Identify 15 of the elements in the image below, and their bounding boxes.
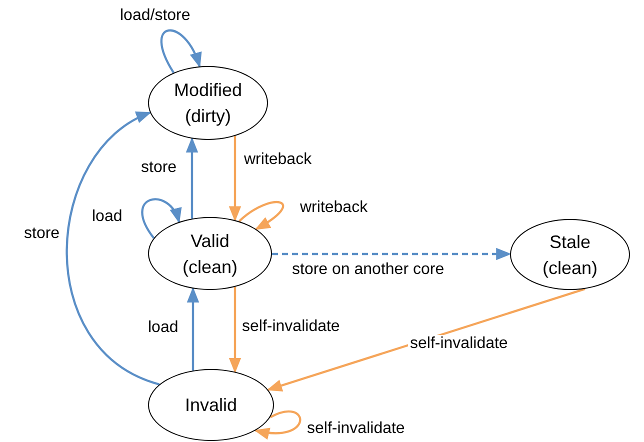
self-loop-arrow bbox=[160, 30, 201, 74]
self-loop-arrow bbox=[254, 410, 302, 439]
transition-arrow bbox=[228, 286, 242, 374]
state-label: Valid (clean) bbox=[181, 230, 239, 279]
transition-arrow bbox=[266, 288, 586, 392]
transition-arrow bbox=[66, 112, 160, 386]
state-label: Stale (clean) bbox=[541, 230, 599, 280]
transition-arrow bbox=[186, 137, 198, 219]
self-loop-arrow bbox=[141, 198, 180, 239]
transition-arrow bbox=[186, 287, 200, 370]
transition-arrow bbox=[228, 136, 242, 222]
state-label: Modified (dirty) bbox=[172, 79, 244, 128]
transition-arrow bbox=[272, 248, 512, 260]
self-loop-arrow bbox=[238, 201, 284, 230]
state-label: Invalid bbox=[184, 394, 238, 417]
